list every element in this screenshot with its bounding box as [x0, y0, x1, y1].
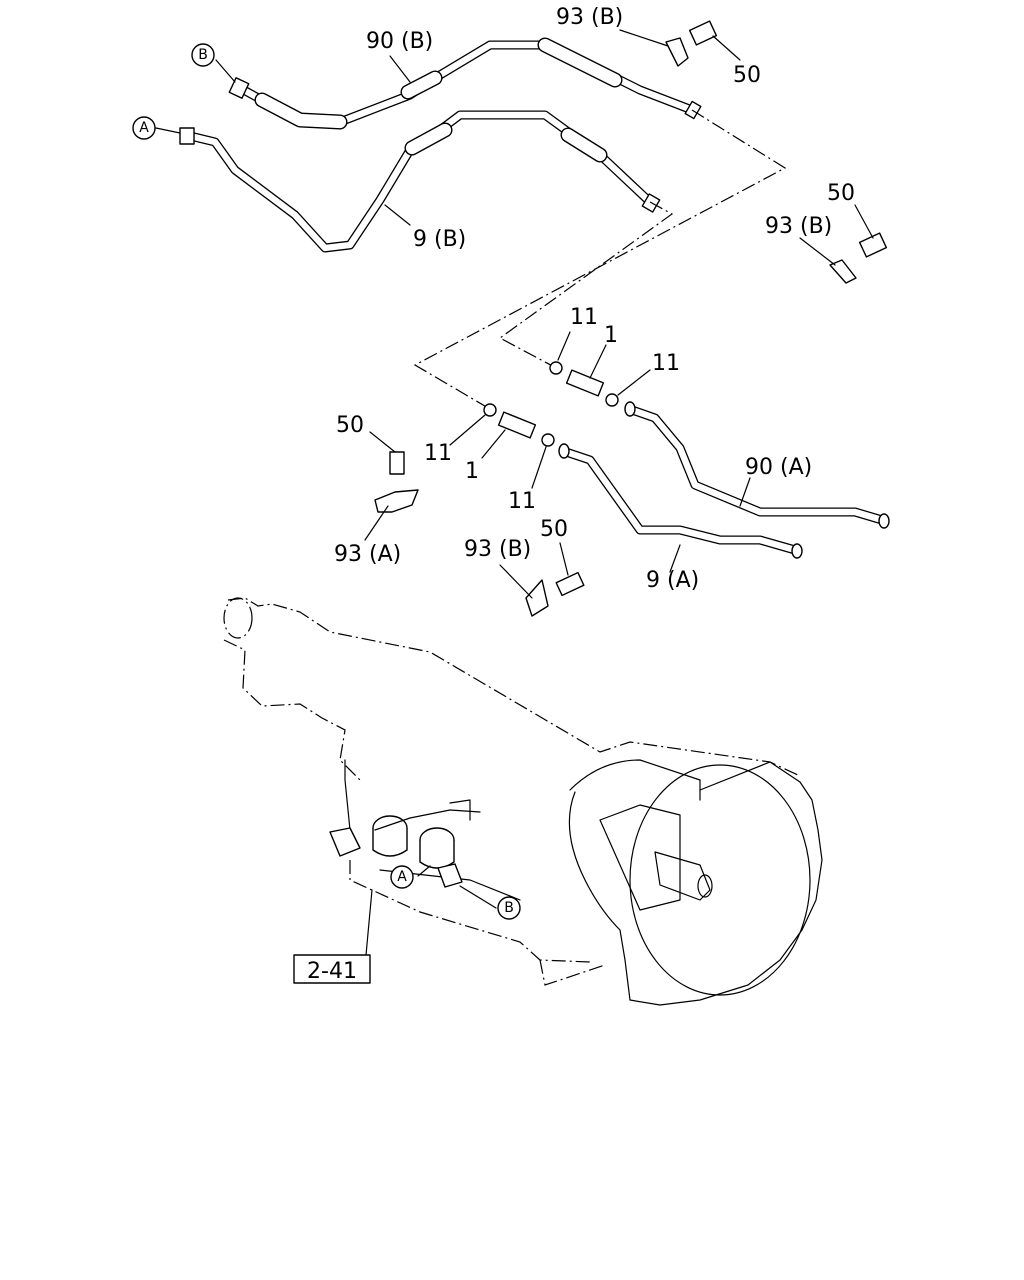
label-clip-bottom: 93 (B) — [464, 537, 531, 562]
label-clamp-1: 11 — [570, 305, 598, 330]
hose-1-upper — [565, 369, 605, 397]
label-bolt-mid-right: 50 — [827, 181, 855, 206]
bolt-top-right — [688, 20, 718, 46]
marker-a-trans-label: A — [397, 869, 407, 885]
label-clip-top-right: 93 (B) — [556, 5, 623, 30]
marker-a-top-label: A — [139, 120, 149, 136]
reference-box-label: 2-41 — [307, 959, 357, 984]
label-pipe-90a: 90 (A) — [745, 455, 812, 480]
bolt-left — [389, 451, 405, 475]
label-pipe-90b: 90 (B) — [366, 29, 433, 54]
transmission-outline — [223, 597, 823, 1006]
bolt-mid-right — [858, 232, 888, 258]
label-pipe-9a: 9 (A) — [646, 568, 699, 593]
clip-left — [374, 489, 419, 513]
callout-labels: 90 (B) 93 (B) 50 9 (B) 50 93 (B) 11 1 11… — [334, 5, 855, 593]
clip-top-right — [665, 37, 689, 67]
pipe-90b — [228, 37, 702, 130]
marker-b-trans-label: B — [504, 900, 514, 916]
label-bolt-bottom: 50 — [540, 517, 568, 542]
label-clamp-3: 11 — [424, 441, 452, 466]
leader-lines — [155, 29, 874, 956]
label-clip-left: 93 (A) — [334, 542, 401, 567]
label-hose-1-lower: 1 — [465, 459, 479, 484]
label-clamp-2: 11 — [652, 351, 680, 376]
bolt-bottom — [555, 571, 585, 597]
hose-1-lower — [497, 411, 537, 439]
clip-bottom — [525, 579, 549, 617]
pipe-90a — [624, 401, 890, 529]
marker-a-trans: A — [390, 865, 414, 889]
label-bolt-left: 50 — [336, 413, 364, 438]
marker-b-top-label: B — [198, 47, 208, 63]
pipe-9b — [179, 110, 661, 253]
routing-lines — [413, 109, 787, 413]
marker-b-top: B — [191, 43, 215, 67]
label-hose-1-upper: 1 — [604, 323, 618, 348]
clamp-icons — [483, 361, 619, 447]
marker-b-trans: B — [497, 896, 521, 920]
pipe-9a — [558, 443, 803, 559]
label-pipe-9b: 9 (B) — [413, 227, 466, 252]
marker-a-top: A — [132, 116, 156, 140]
label-clamp-4: 11 — [508, 489, 536, 514]
label-clip-mid-right: 93 (B) — [765, 214, 832, 239]
label-bolt-top-right: 50 — [733, 63, 761, 88]
reference-box: 2-41 — [293, 954, 371, 984]
clip-mid-right — [829, 259, 857, 284]
